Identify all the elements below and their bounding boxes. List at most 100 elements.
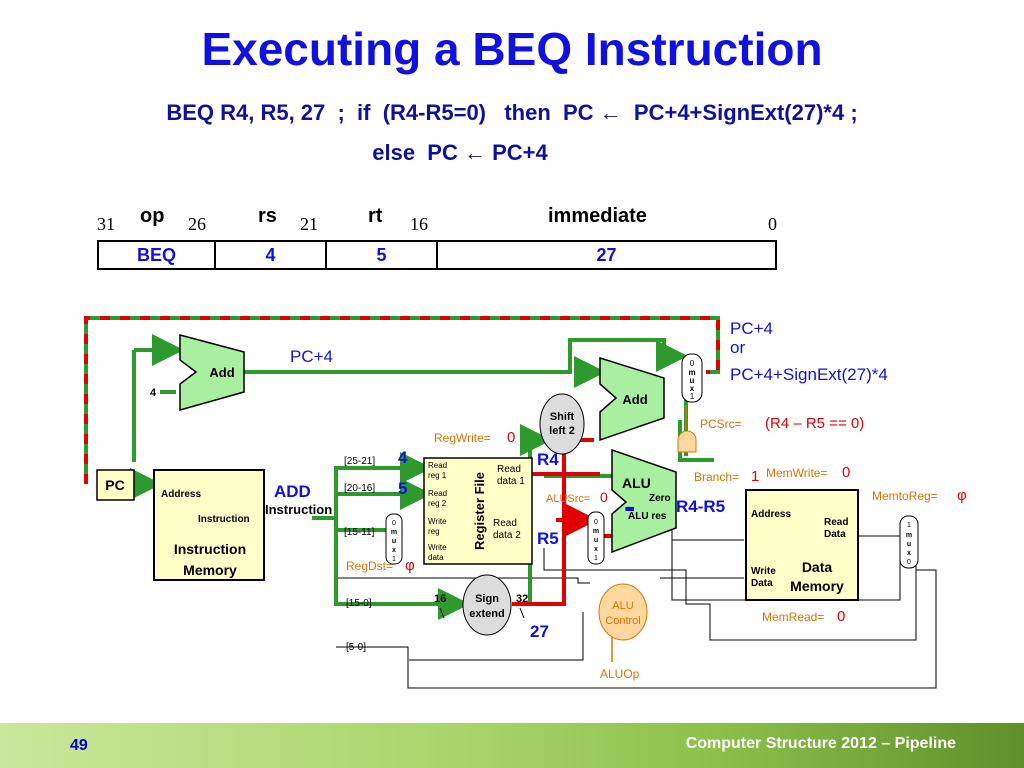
svg-text:x: x <box>594 546 598 553</box>
bit-31: 31 <box>97 214 115 234</box>
bit-16: 16 <box>410 214 428 234</box>
svg-text:m: m <box>391 529 397 536</box>
svg-text:u: u <box>392 538 396 545</box>
branch-value: 1 <box>751 468 759 485</box>
bits32-label: 32 <box>516 593 528 605</box>
wire-aluctrl-funct <box>409 612 584 661</box>
branch-adder-label: Add <box>622 392 647 407</box>
svg-text:reg: reg <box>428 527 440 536</box>
pc4-label: PC+4 <box>290 347 333 366</box>
svg-text:u: u <box>690 376 695 385</box>
pc-register <box>96 469 135 501</box>
svg-text:0: 0 <box>392 520 396 527</box>
alu-control-line1: ALU <box>612 600 633 612</box>
data-memory <box>745 489 859 601</box>
slide-footer: 49 Computer Structure 2012 – Pipeline <box>0 723 1024 768</box>
datapath-diagram: PC Add 4 PC+4 Add Shift left 2 0 m u x 1… <box>84 316 967 689</box>
dm-address-port: Address <box>751 509 791 520</box>
im-instruction-port: Instruction <box>198 514 250 525</box>
rt-value: 5 <box>327 242 438 268</box>
aluop-label: ALUOp <box>600 667 640 681</box>
svg-text:Read: Read <box>497 464 521 475</box>
alu-control-line2: Control <box>605 615 640 627</box>
svg-text:x: x <box>392 547 396 554</box>
svg-text:Write: Write <box>428 543 447 552</box>
svg-text:reg 2: reg 2 <box>428 499 447 508</box>
register-file <box>423 457 533 565</box>
wire-rt-field <box>334 478 432 518</box>
svg-text:data: data <box>428 553 444 562</box>
pc-source-mux <box>681 353 703 403</box>
svg-text:Read: Read <box>428 461 447 470</box>
pcsrc-value: (R4 – R5 == 0) <box>765 415 864 432</box>
rs-number: 4 <box>398 448 408 467</box>
svg-text:Read: Read <box>493 518 517 529</box>
field-immediate-header: immediate <box>548 205 647 227</box>
pc-adder-label: Add <box>209 365 234 380</box>
branch-adder <box>599 356 665 442</box>
svg-text:1: 1 <box>907 522 911 529</box>
alu-zero-label: Zero <box>649 493 671 504</box>
svg-text:x: x <box>907 550 911 557</box>
immediate-27-label: 27 <box>530 622 549 641</box>
wire-pc4-to-mux <box>244 338 688 374</box>
wire-aluresult-address <box>671 520 744 541</box>
r4-label: R4 <box>537 450 559 469</box>
wire-pc-loop-green <box>84 316 720 484</box>
alu-res-label: ALU res <box>628 511 667 522</box>
svg-text:0: 0 <box>594 519 598 526</box>
sign-extend-line2: extend <box>469 608 504 620</box>
instruction-format-row: BEQ 4 5 27 <box>97 240 777 270</box>
immediate-value: 27 <box>596 245 617 265</box>
svg-text:m: m <box>906 532 912 539</box>
shift-left2-unit <box>539 393 585 455</box>
field-rt-header: rt <box>368 205 383 227</box>
instruction-memory <box>153 469 265 581</box>
dm-write-line2: Data <box>751 578 773 589</box>
pc-choice-line2: or <box>730 338 745 357</box>
wire-funct <box>336 569 937 689</box>
svg-text:u: u <box>594 537 598 544</box>
rt-number: 5 <box>398 479 407 498</box>
page-number: 49 <box>70 737 88 754</box>
pc-choice-line1: PC+4 <box>730 319 773 338</box>
register-file-title: Register File <box>472 472 487 550</box>
wire-writeback <box>543 548 917 641</box>
shift-left2-line2: left 2 <box>549 425 575 437</box>
bit-0: 0 <box>768 214 777 234</box>
wire-zero-and <box>678 420 714 462</box>
pc-label: PC <box>105 477 124 493</box>
regdst-mux <box>385 513 403 565</box>
pc-adder <box>179 334 245 411</box>
pcsrc-label: PCSrc= <box>700 417 742 431</box>
slide-title: Executing a BEQ Instruction <box>201 23 823 75</box>
alusrc-value: 0 <box>600 489 608 505</box>
field-15-0: [15-0] <box>346 598 372 609</box>
pc-choice-line3: PC+4+SignExt(27)*4 <box>730 365 888 384</box>
sign-extend-line1: Sign <box>475 593 499 605</box>
dm-read-line2: Data <box>824 529 846 540</box>
regdst-value: φ <box>405 557 415 574</box>
memread-value: 0 <box>837 608 845 625</box>
sign-extend-unit <box>462 574 512 636</box>
im-address-port: Address <box>161 489 201 500</box>
svg-text:Write: Write <box>428 517 447 526</box>
alu <box>611 448 677 554</box>
svg-text:0: 0 <box>907 559 911 566</box>
alusrc-label: ALUSrc= <box>546 493 590 505</box>
branch-and-gate <box>677 430 697 453</box>
field-5-0: [5-0] <box>346 642 366 653</box>
field-15-11: [15-11] <box>344 527 375 538</box>
bit-21: 21 <box>300 214 318 234</box>
memread-label: MemRead= <box>762 610 824 624</box>
dm-read-line1: Read <box>824 517 848 528</box>
svg-text:1: 1 <box>392 556 396 563</box>
svg-text:reg 1: reg 1 <box>428 471 447 480</box>
instruction-description-line2: else PC ← PC+4 <box>372 140 548 165</box>
memwrite-label: MemWrite= <box>766 466 827 480</box>
instruction-output-label: Instruction <box>265 502 332 517</box>
svg-text:u: u <box>907 541 911 548</box>
op-value: BEQ <box>99 242 216 268</box>
shift-left2-line1: Shift <box>550 411 575 423</box>
alu-result-label: R4-R5 <box>676 497 725 516</box>
